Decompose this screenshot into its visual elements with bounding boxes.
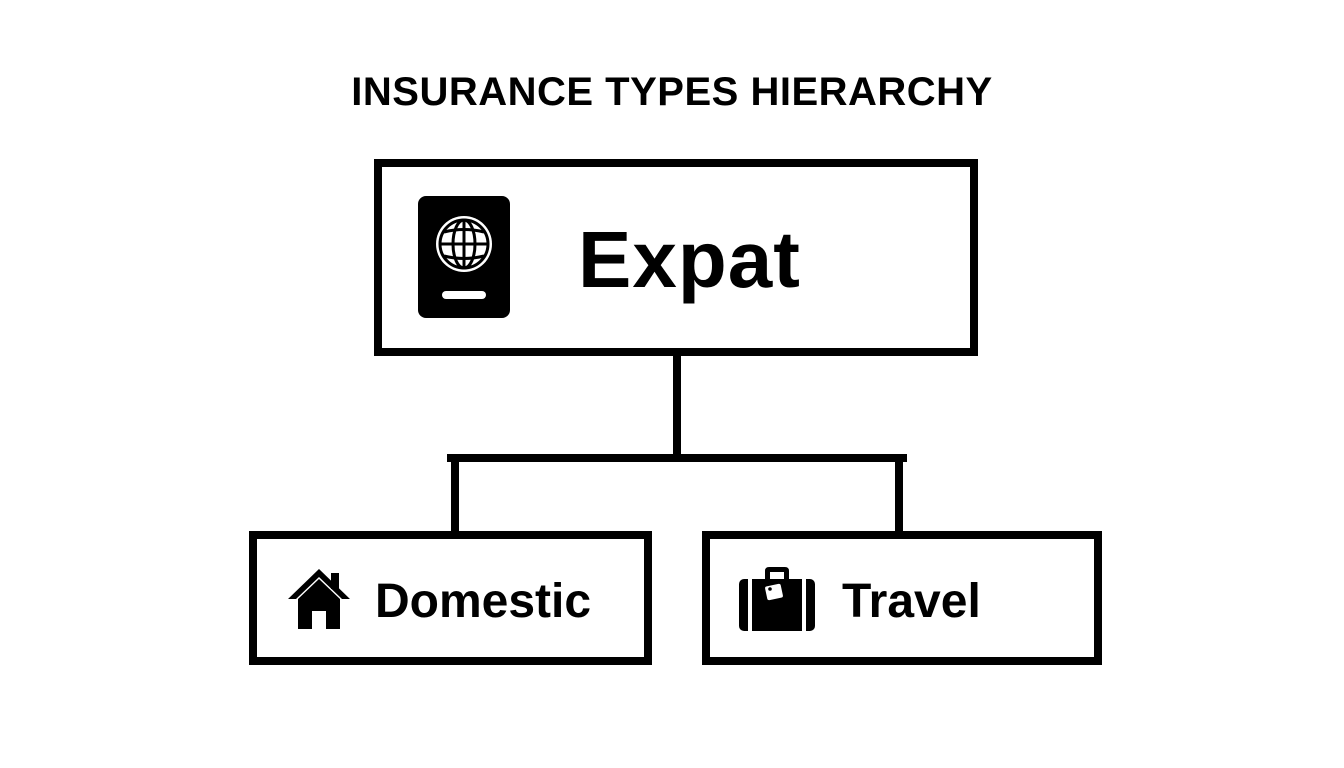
house-icon <box>286 567 352 636</box>
node-domestic[interactable]: Domestic <box>249 531 652 665</box>
node-expat[interactable]: Expat <box>374 159 978 356</box>
passport-icon <box>418 196 510 323</box>
node-travel[interactable]: Travel <box>702 531 1102 665</box>
diagram-title: INSURANCE TYPES HIERARCHY <box>351 70 993 114</box>
node-travel-label: Travel <box>842 575 981 628</box>
node-expat-label: Expat <box>578 215 801 304</box>
suitcase-icon <box>739 567 815 636</box>
node-domestic-label: Domestic <box>375 575 592 628</box>
